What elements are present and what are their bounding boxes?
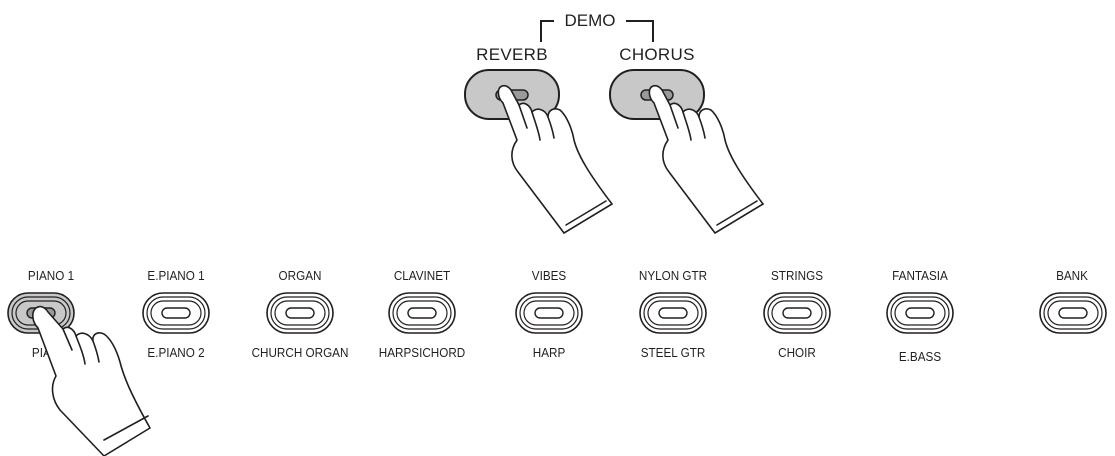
- voice-button-7[interactable]: [763, 292, 831, 334]
- voice-label-church-organ: CHURCH ORGAN: [251, 345, 349, 360]
- voice-label-clavinet: CLAVINET: [393, 268, 451, 283]
- voice-label-strings: STRINGS: [770, 268, 824, 283]
- voice-label-steel-gtr: STEEL GTR: [640, 345, 706, 360]
- voice-button-6[interactable]: [639, 292, 707, 334]
- voice-label-choir: CHOIR: [778, 345, 816, 360]
- voice-button-4[interactable]: [388, 292, 456, 334]
- demo-label: DEMO: [564, 11, 616, 30]
- voice-label-e-piano-2: E.PIANO 2: [147, 345, 205, 360]
- voice-button-2[interactable]: [142, 292, 210, 334]
- chorus-label: CHORUS: [619, 45, 695, 64]
- voice-button-8[interactable]: [886, 292, 954, 334]
- voice-label-organ: ORGAN: [278, 268, 322, 283]
- voice-button-5[interactable]: [515, 292, 583, 334]
- voice-label-fantasia: FANTASIA: [892, 268, 948, 283]
- voice-label-nylon-gtr: NYLON GTR: [638, 268, 708, 283]
- voice-label-piano-1: PIANO 1: [27, 268, 75, 283]
- reverb-label: REVERB: [476, 45, 548, 64]
- voice-label-harpsichord: HARPSICHORD: [378, 345, 466, 360]
- voice-label-e-piano-1: E.PIANO 1: [147, 268, 205, 283]
- voice-label-vibes: VIBES: [531, 268, 567, 283]
- voice-button-3[interactable]: [266, 292, 334, 334]
- voice-label-harp: HARP: [532, 345, 566, 360]
- bank-button[interactable]: [1039, 292, 1107, 334]
- voice-label-e-bass: E.BASS: [898, 349, 942, 364]
- voice-label-bank: BANK: [1056, 268, 1088, 283]
